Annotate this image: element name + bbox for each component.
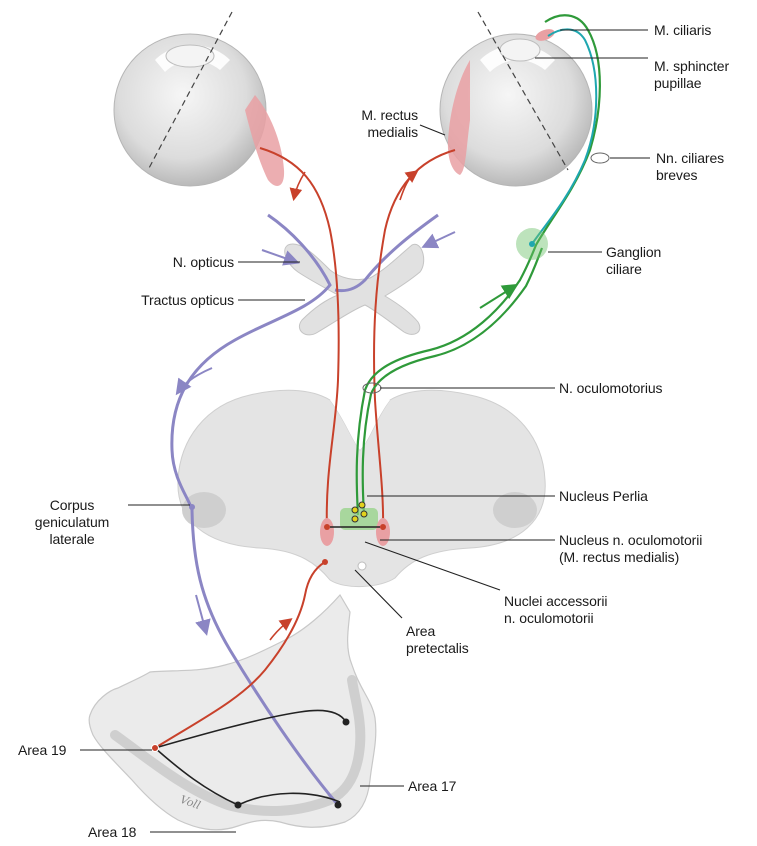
aqueduct [358,562,366,570]
label-area-18: Area 18 [88,824,136,841]
label-ganglion-ciliare: Ganglion ciliare [606,244,661,278]
right-eye [440,12,592,186]
left-eye [114,12,284,186]
arrow-visual-4 [196,595,206,632]
arrow-green [480,286,515,308]
geniculate-body-right [493,492,537,528]
brainstem-section [178,390,545,586]
label-m-rectus-medialis: M. rectus medialis [318,107,418,141]
label-m-ciliaris: M. ciliaris [654,22,711,39]
label-nucleus-perlia: Nucleus Perlia [559,488,648,505]
label-corpus-geniculatum-laterale: Corpus geniculatum laterale [20,497,124,548]
label-n-oculomotorius: N. oculomotorius [559,380,662,397]
label-area-17: Area 17 [408,778,456,795]
label-area-19: Area 19 [18,742,66,759]
label-nuclei-accessorii: Nuclei accessorii n. oculomotorii [504,593,607,627]
arrow-visual-2 [425,232,455,246]
arrow-red-1 [294,172,305,198]
label-n-opticus: N. opticus [110,254,234,271]
label-area-pretectalis: Area pretectalis [406,623,469,657]
label-m-sphincter-pupillae: M. sphincter pupillae [654,58,729,92]
label-nn-ciliares-breves: Nn. ciliares breves [656,150,724,184]
label-tractus-opticus: Tractus opticus [60,292,234,309]
label-nucleus-n-oculomotorii: Nucleus n. oculomotorii (M. rectus media… [559,532,702,566]
geniculate-body [182,492,226,528]
short-ciliary-nerves-marker [591,153,609,163]
